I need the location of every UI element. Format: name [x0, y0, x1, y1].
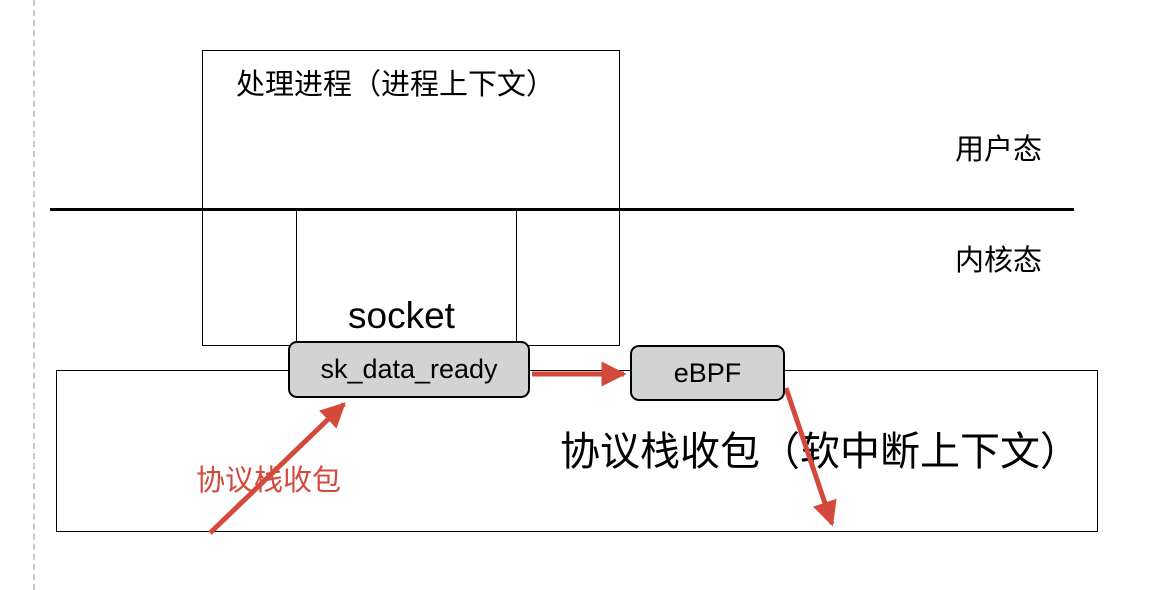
socket-label: socket	[348, 295, 455, 336]
sk-data-ready-node: sk_data_ready	[288, 341, 530, 398]
user-kernel-divider	[50, 208, 1074, 211]
protocol-stack-receive-label: 协议栈收包	[196, 463, 342, 497]
process-box-title: 处理进程（进程上下文）	[236, 67, 556, 101]
ebpf-label: eBPF	[673, 357, 742, 388]
kernel-mode-label: 内核态	[955, 243, 1043, 277]
softirq-box-title: 协议栈收包（软中断上下文）	[560, 429, 1080, 475]
softirq-context-box	[56, 370, 1098, 532]
sk-data-ready-label: sk_data_ready	[320, 354, 498, 384]
ebpf-node: eBPF	[630, 345, 785, 401]
user-mode-label: 用户态	[955, 132, 1043, 166]
left-dashed-guide	[33, 0, 35, 590]
